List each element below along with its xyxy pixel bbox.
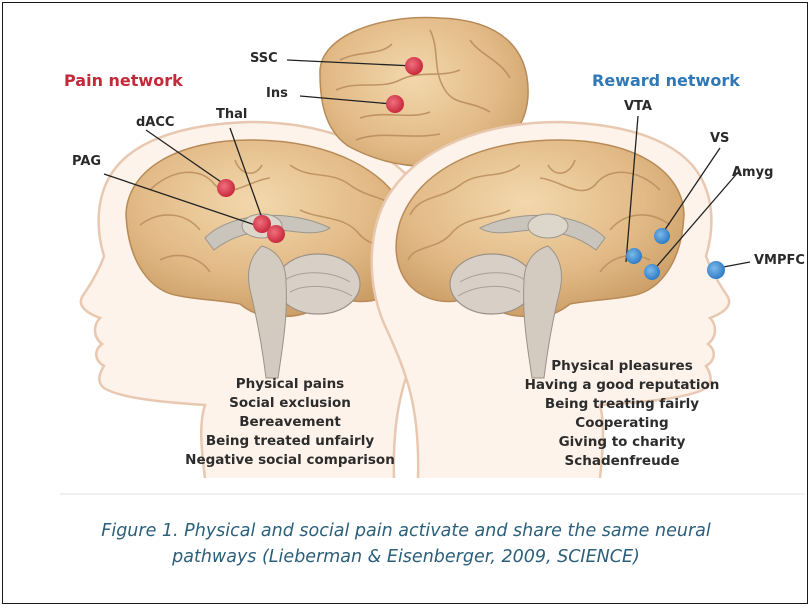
reward-dot-vta <box>626 248 642 264</box>
region-label-ssc: SSC <box>250 51 278 66</box>
brain-networks-figure: Pain network SSC Ins Thal dACC PAG Physi… <box>0 0 812 510</box>
pain-network-title: Pain network <box>64 71 183 90</box>
reward-list-item: Having a good reputation <box>525 377 720 393</box>
reward-list-item: Schadenfreude <box>565 453 680 469</box>
pain-list-item: Physical pains <box>236 376 344 392</box>
figure-caption: Figure 1. Physical and social pain activ… <box>0 518 812 570</box>
reward-list-item: Physical pleasures <box>551 358 692 374</box>
pain-dot-dacc <box>217 179 235 197</box>
region-label-vmpfc: VMPFC <box>754 253 805 268</box>
region-label-amyg: Amyg <box>732 165 773 180</box>
reward-dot-vmpfc <box>707 261 725 279</box>
region-label-dacc: dACC <box>136 115 174 130</box>
reward-list-item: Being treating fairly <box>545 396 699 412</box>
reward-dot-amyg <box>644 264 660 280</box>
pain-list-item: Negative social comparison <box>185 452 395 468</box>
right-cerebellum <box>450 254 534 314</box>
caption-line-1: Figure 1. Physical and social pain activ… <box>0 518 812 544</box>
caption-line-2: pathways (Lieberman & Eisenberger, 2009,… <box>0 544 812 570</box>
region-label-vta: VTA <box>624 99 652 114</box>
pain-dot-ssc <box>405 57 423 75</box>
reward-list-item: Giving to charity <box>559 434 686 450</box>
region-label-thal: Thal <box>216 107 247 122</box>
reward-dot-vs <box>654 228 670 244</box>
pain-list-item: Social exclusion <box>229 395 351 411</box>
pain-dot-pag <box>267 225 285 243</box>
left-cerebellum <box>276 254 360 314</box>
region-label-ins: Ins <box>266 86 288 101</box>
right-thalamus-shape <box>528 214 568 238</box>
pain-list-item: Being treated unfairly <box>206 433 375 449</box>
pain-dot-ins <box>386 95 404 113</box>
reward-network-title: Reward network <box>592 71 740 90</box>
region-label-pag: PAG <box>72 154 101 169</box>
reward-list-item: Cooperating <box>575 415 668 431</box>
pain-list-item: Bereavement <box>239 414 341 430</box>
region-label-vs: VS <box>710 131 729 146</box>
